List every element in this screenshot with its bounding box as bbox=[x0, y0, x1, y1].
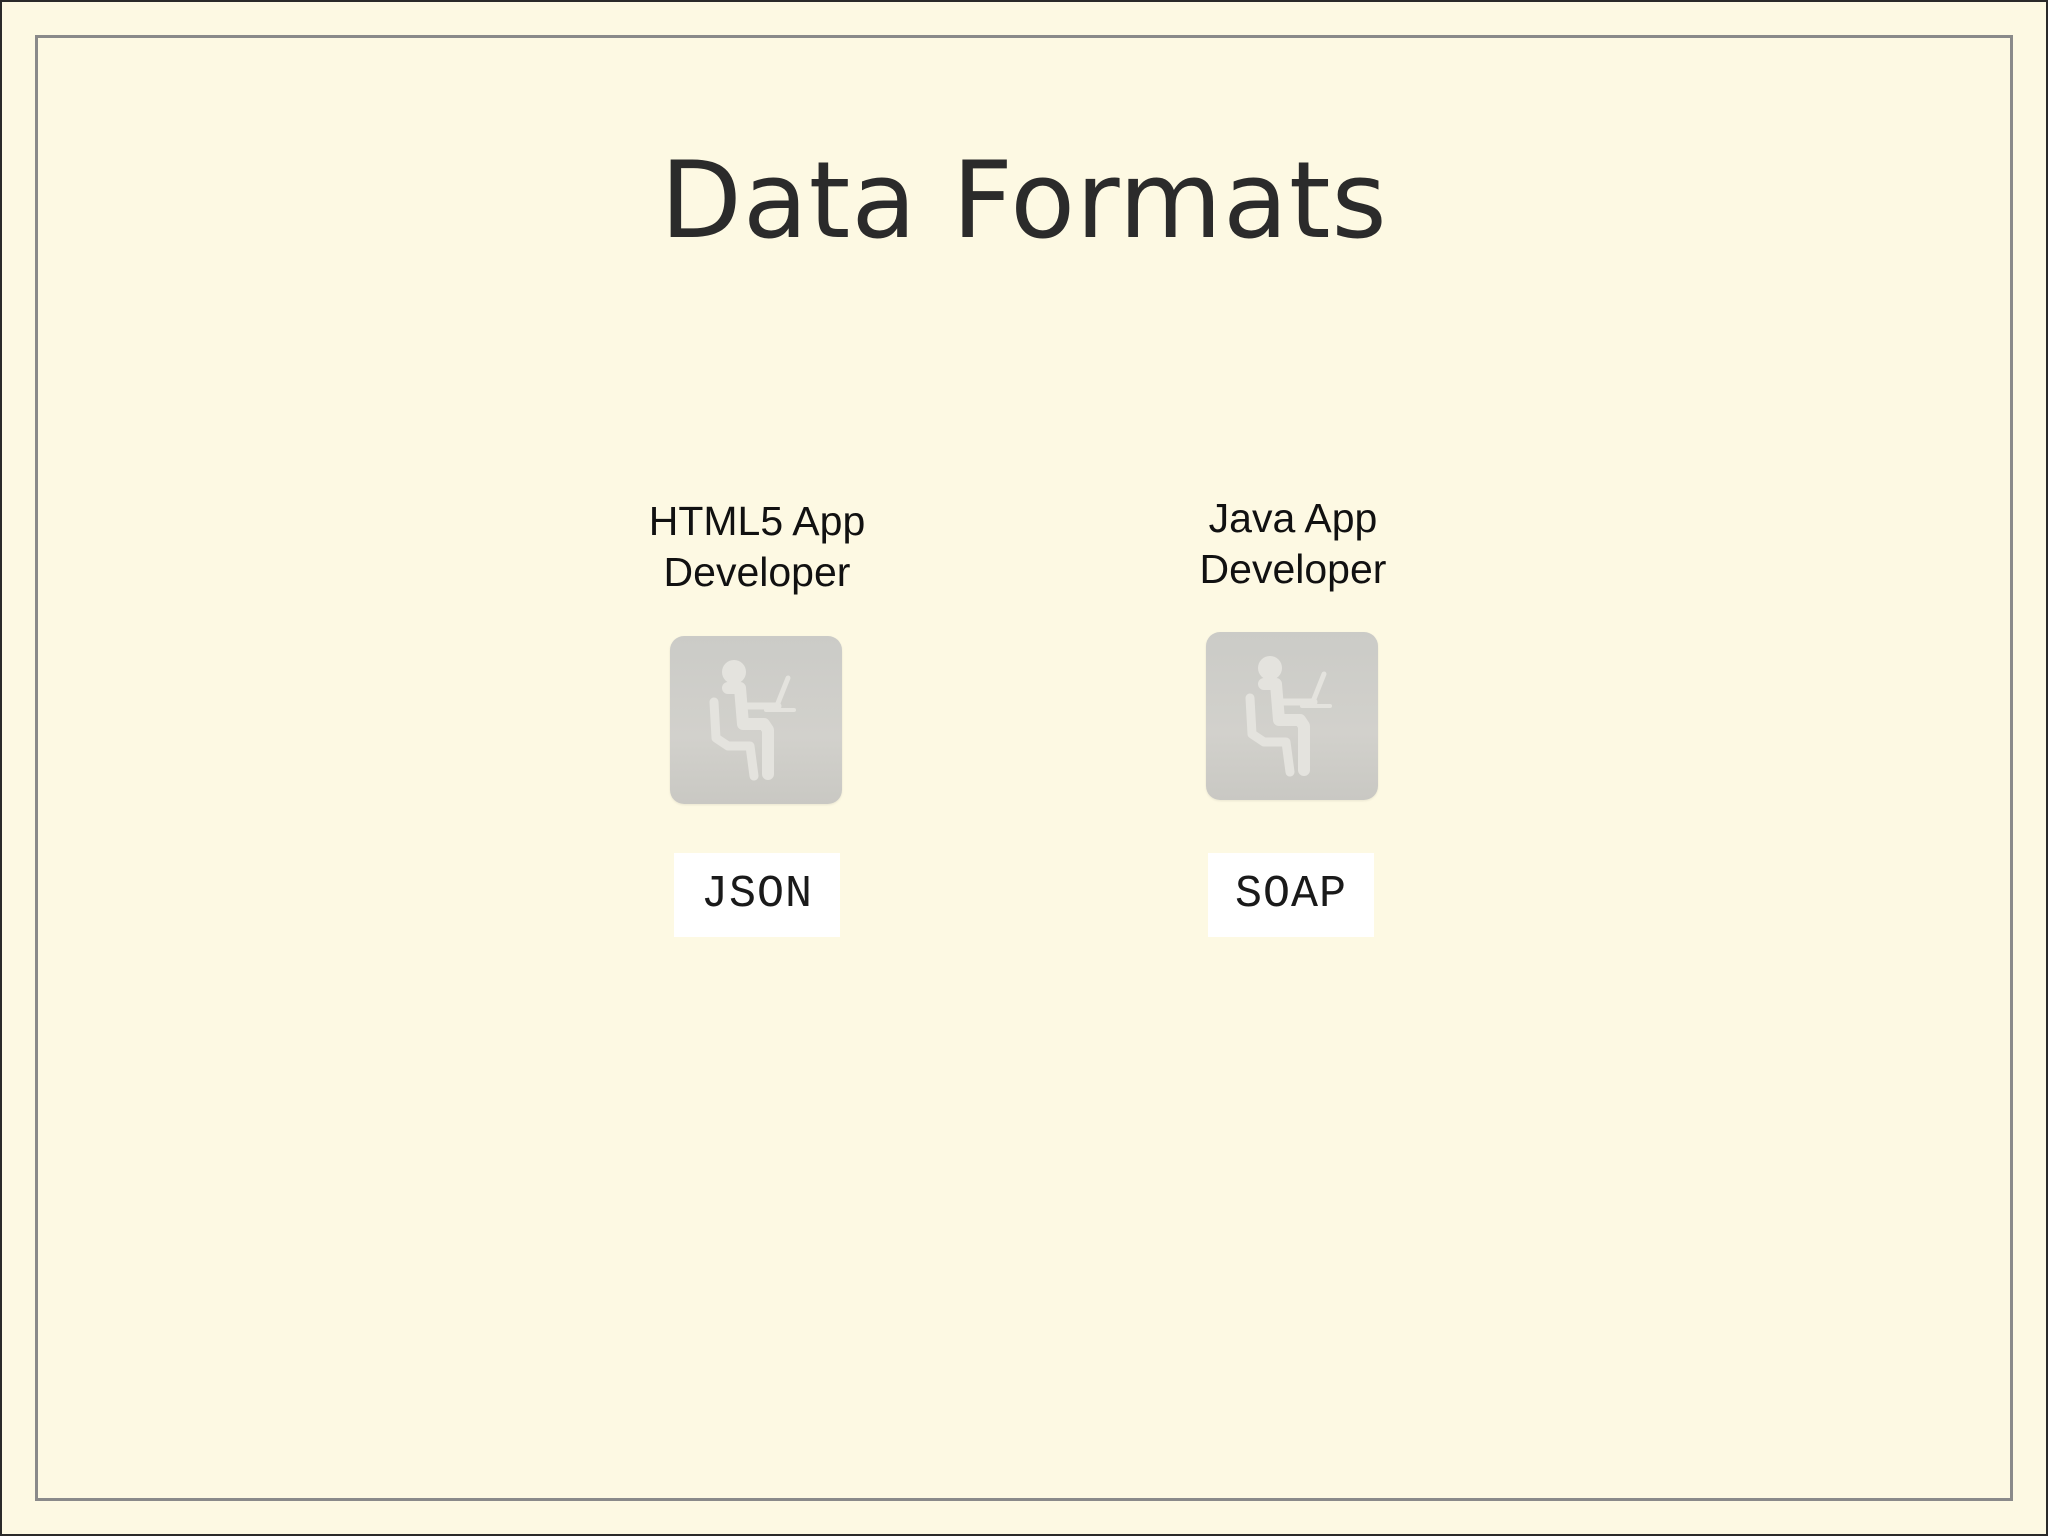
soap-format-box: SOAP bbox=[1208, 853, 1374, 937]
java-app-developer-label: Java App Developer bbox=[1199, 495, 1387, 592]
html5-app-developer-label: HTML5 App Developer bbox=[648, 498, 866, 595]
person-at-laptop-icon bbox=[670, 636, 842, 804]
person-at-laptop-icon bbox=[1206, 632, 1378, 800]
slide-title: Data Formats bbox=[660, 139, 1388, 262]
slide-border bbox=[35, 35, 2013, 1501]
json-format-box: JSON bbox=[674, 853, 840, 937]
